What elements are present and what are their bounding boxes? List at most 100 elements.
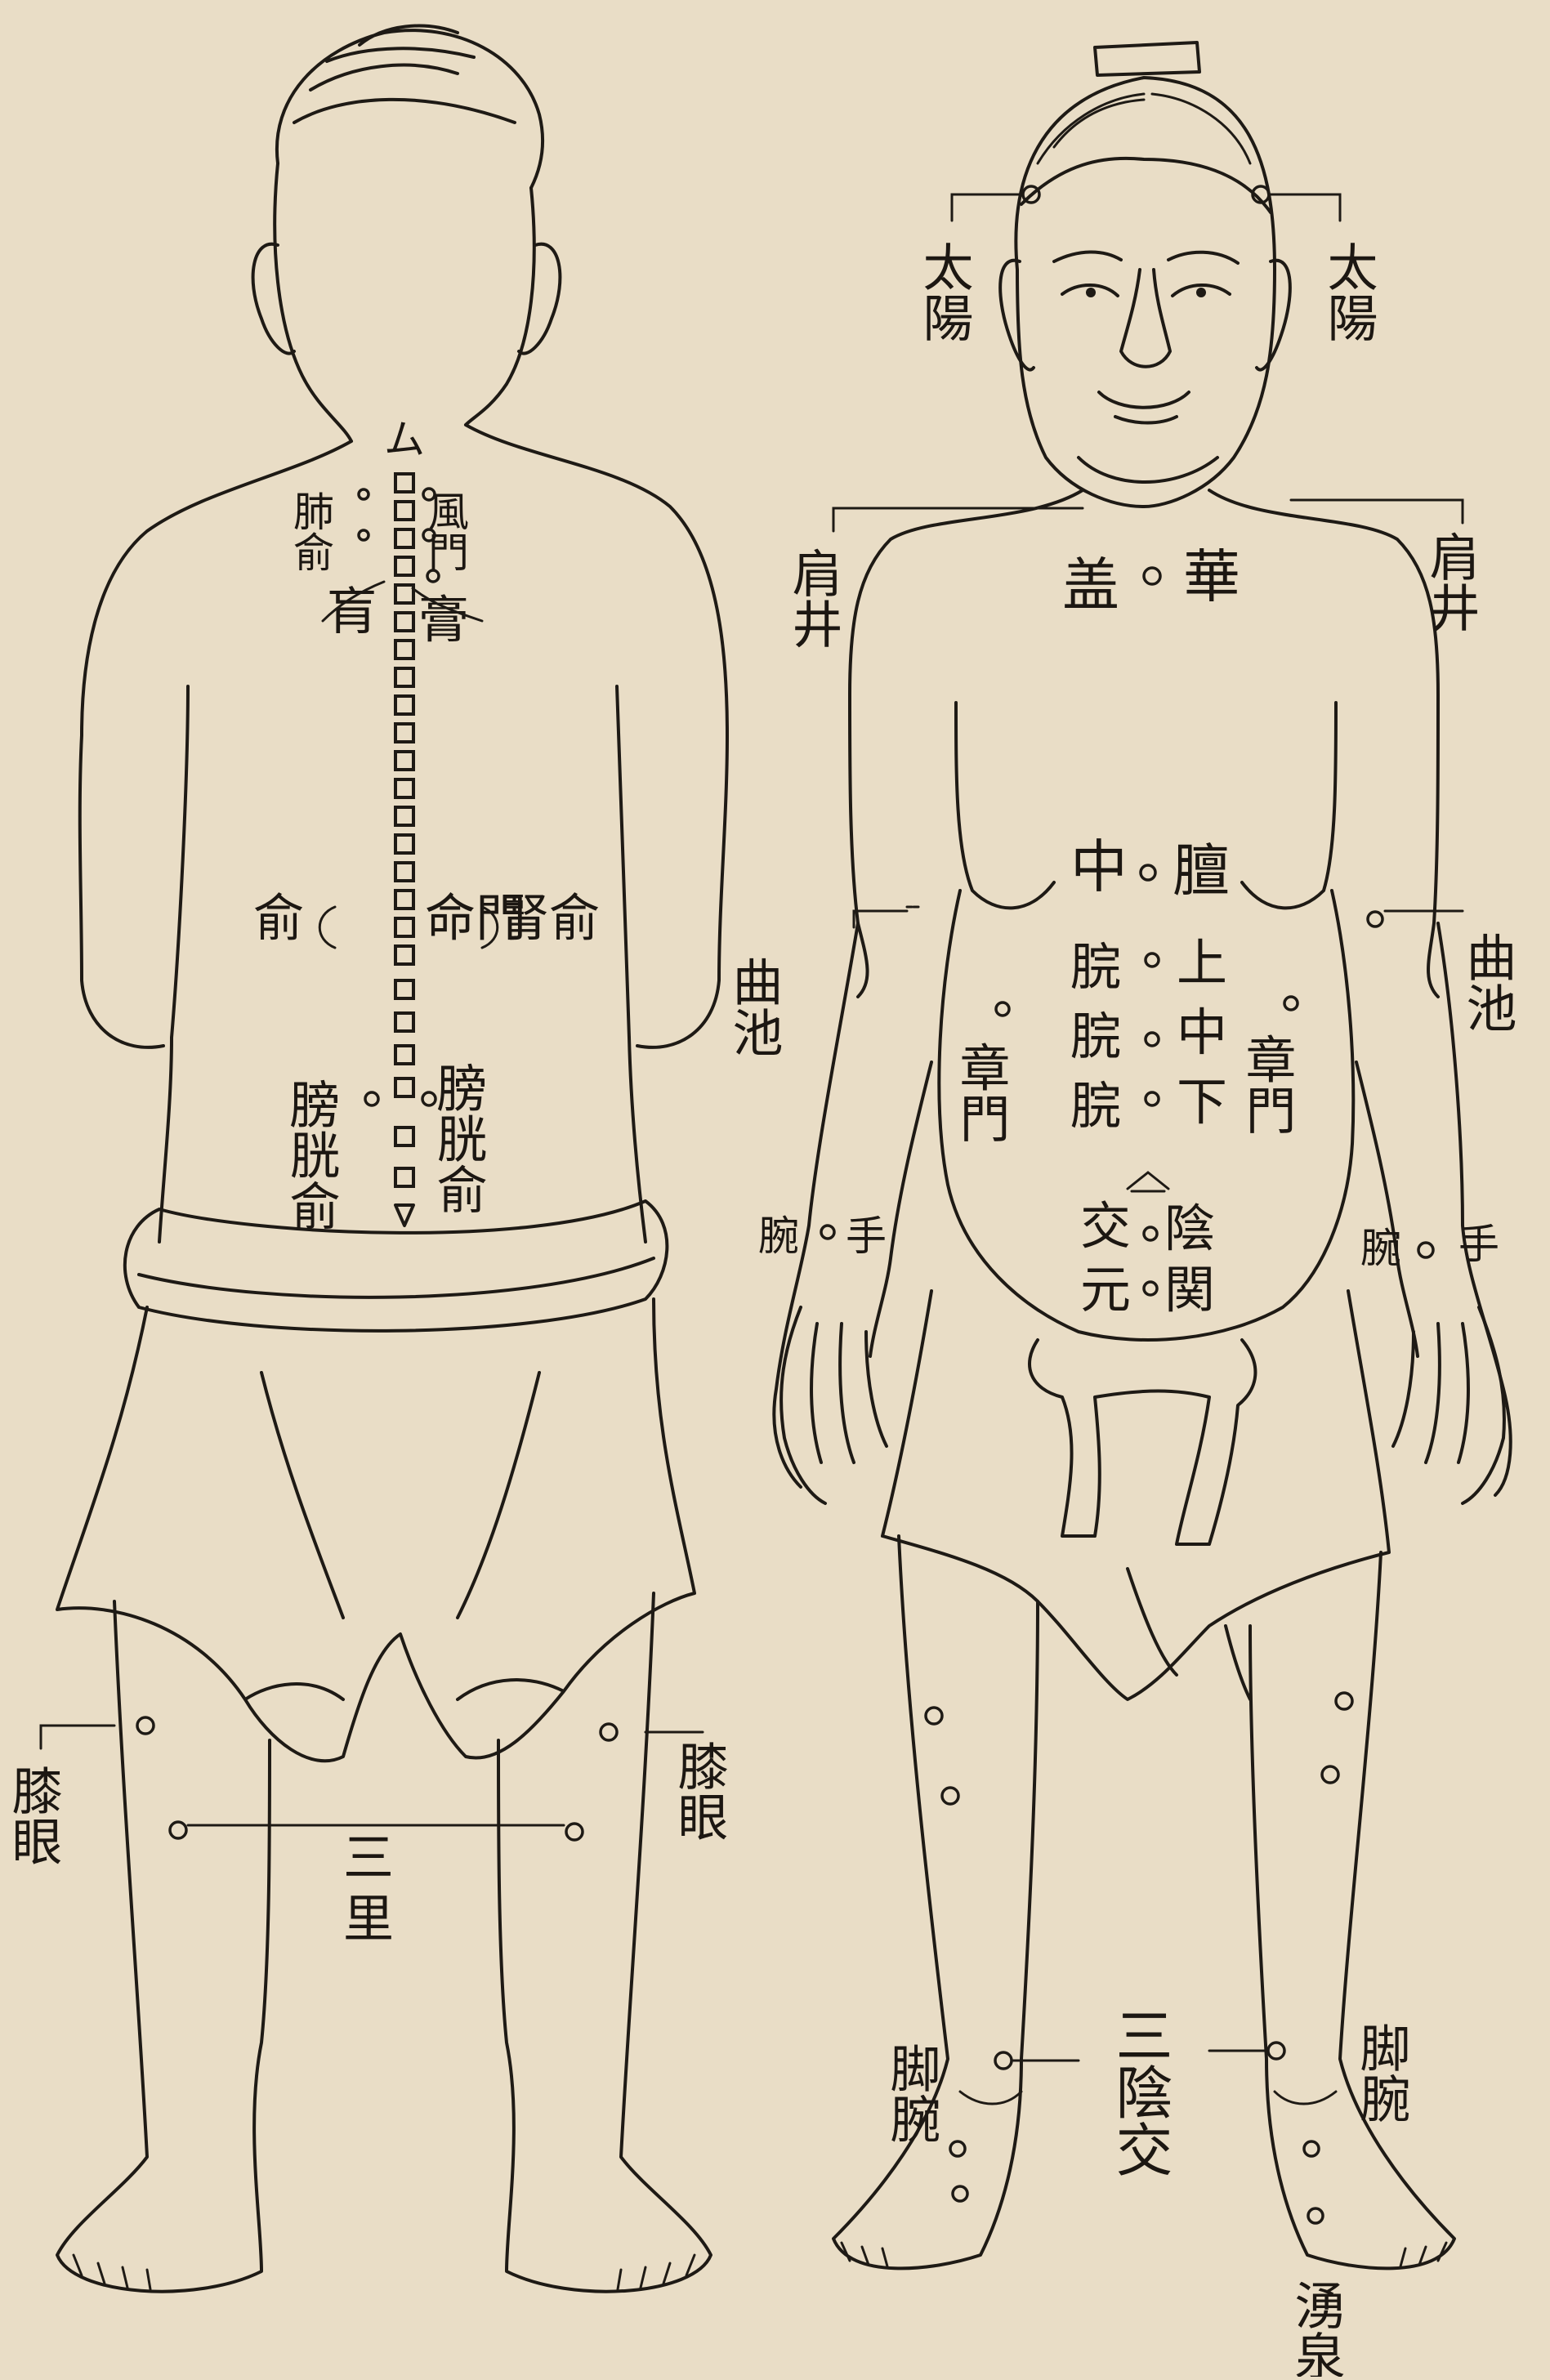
label-danzhong-1: 膻 bbox=[1173, 837, 1230, 904]
taiyang-leader-right bbox=[1271, 194, 1340, 221]
xiyan-leader-left bbox=[41, 1726, 114, 1748]
danzhong-point bbox=[1141, 865, 1155, 880]
leg-point bbox=[942, 1788, 958, 1804]
label-zhongwan: 中 bbox=[1177, 1002, 1227, 1062]
front-brow-right bbox=[1168, 252, 1238, 263]
front-arm-left bbox=[774, 923, 931, 1487]
back-view-figure: ム 風門 肺俞 肓 膏 俞 命門 腎俞 膀胱俞 膀胱俞 bbox=[0, 0, 729, 2292]
label-wan-a: 脘 bbox=[1070, 937, 1121, 997]
label-huagai-2: 盖 bbox=[1062, 551, 1119, 618]
label-shu-left: 俞 bbox=[253, 888, 304, 948]
label-taiyang-right-group: 太陽 bbox=[1319, 241, 1378, 342]
back-leg-right bbox=[498, 1593, 711, 2292]
label-sanli-2: 里 bbox=[343, 1889, 394, 1949]
label-zhangmen-left: 章門 bbox=[951, 1042, 1011, 1143]
back-point bbox=[359, 489, 369, 499]
quchi-point-right bbox=[1368, 912, 1382, 927]
huagai-point bbox=[1144, 568, 1160, 584]
label-taiyang-left-group: 太陽 bbox=[914, 241, 974, 342]
front-chest-right bbox=[1242, 703, 1336, 908]
back-point bbox=[365, 1092, 378, 1105]
front-sash bbox=[1030, 1340, 1255, 1544]
label-xiyan-left-group: 膝眼 bbox=[3, 1765, 63, 1866]
shouwan-point-right bbox=[1418, 1243, 1433, 1257]
label-jiaowan-left-group: 脚腕 bbox=[882, 2043, 941, 2144]
label-fengmen-vertical: 風門 bbox=[422, 490, 469, 572]
taiyang-leader-left bbox=[952, 194, 1021, 221]
back-hair bbox=[277, 26, 543, 188]
quchi-leader-left bbox=[854, 911, 907, 927]
label-huagai-1: 華 bbox=[1183, 543, 1240, 610]
label-quchi-right-group: 曲池 bbox=[1458, 931, 1517, 1033]
back-arm-left-inner bbox=[172, 686, 188, 1038]
front-shorts bbox=[882, 1291, 1389, 1699]
label-shangwan: 上 bbox=[1177, 933, 1227, 993]
back-leg-left bbox=[57, 1601, 270, 2292]
front-pupil-left bbox=[1086, 288, 1096, 297]
sanli-point-right bbox=[566, 1824, 583, 1840]
front-chest-left bbox=[956, 703, 1054, 908]
label-feishu-vertical: 肺俞 bbox=[287, 490, 334, 572]
yongquan-point-left bbox=[953, 2186, 967, 2201]
front-brow-left bbox=[1054, 252, 1121, 261]
label-yongquan: 湧泉 bbox=[1286, 2280, 1346, 2377]
label-sanyinjiao: 三陰交 bbox=[1106, 2006, 1173, 2177]
yongquan-point-right bbox=[1308, 2208, 1323, 2223]
sanyinjiao-point-right bbox=[1268, 2043, 1284, 2059]
back-shorts-fold bbox=[261, 1373, 539, 1618]
back-shorts bbox=[57, 1299, 695, 1761]
label-pangguangshu-right: 膀胱俞 bbox=[428, 1062, 488, 1214]
label-sanyinjiao-group: 三陰交 bbox=[1106, 2006, 1173, 2177]
front-nose bbox=[1121, 270, 1170, 367]
label-jianjing-right: 肩井 bbox=[1421, 531, 1481, 632]
label-quchi-right: 曲池 bbox=[1458, 931, 1517, 1033]
front-ankle-right bbox=[1275, 2092, 1336, 2104]
label-zhangmen-left-group: 章門 bbox=[951, 1042, 1011, 1143]
label-quchi-left-group: 曲池 bbox=[724, 956, 784, 1057]
xiyan-point-left bbox=[137, 1717, 154, 1734]
label-fengmen-group: 風門 bbox=[422, 490, 469, 572]
label-shouwan-2-right: 腕 bbox=[1360, 1225, 1401, 1272]
label-danzhong-2: 中 bbox=[1070, 833, 1128, 900]
front-chin bbox=[1079, 458, 1217, 482]
front-pupil-right bbox=[1196, 288, 1206, 297]
label-jianjing-left-group: 肩井 bbox=[784, 547, 843, 649]
front-shorts-fold bbox=[1128, 1569, 1250, 1699]
front-ankle-left bbox=[960, 2092, 1021, 2104]
back-toes-left bbox=[74, 2255, 150, 2289]
sanli-point-left bbox=[170, 1822, 186, 1838]
label-jiaowan-left: 脚腕 bbox=[882, 2043, 941, 2144]
sanyinjiao-point-left bbox=[995, 2052, 1012, 2069]
xiawan-point bbox=[1146, 1092, 1159, 1105]
label-jianjing-right-group: 肩井 bbox=[1421, 531, 1481, 632]
front-hair-lines bbox=[1038, 94, 1250, 163]
back-point bbox=[359, 530, 369, 540]
zhongwan-point bbox=[1146, 1033, 1159, 1046]
back-head bbox=[275, 163, 534, 441]
label-feishu-group: 肺俞 bbox=[287, 490, 334, 572]
yinjiao-point bbox=[1144, 1227, 1157, 1240]
label-wan-c: 脘 bbox=[1070, 1076, 1121, 1136]
jiaowan-point-left bbox=[950, 2141, 965, 2156]
label-taiyang-left: 太陽 bbox=[914, 241, 974, 342]
front-mouth bbox=[1099, 392, 1189, 423]
spine-top-mark: ム bbox=[384, 416, 425, 463]
jiaowan-point-right bbox=[1304, 2141, 1319, 2156]
label-zhangmen-right-group: 章門 bbox=[1237, 1034, 1297, 1135]
label-pangguangshu-left: 膀胱俞 bbox=[281, 1078, 341, 1230]
label-xiyan-right: 膝眼 bbox=[669, 1740, 729, 1842]
label-jianjing-left: 肩井 bbox=[784, 547, 843, 649]
leg-point bbox=[926, 1708, 942, 1724]
label-jiaowan-right: 脚腕 bbox=[1351, 2022, 1411, 2123]
front-view-figure: 太陽 太陽 肩井 肩井 華 盖 膻 中 上 中 下 脘 脘 脘 bbox=[724, 42, 1517, 2377]
label-shouwan-2-left: 腕 bbox=[758, 1212, 799, 1260]
front-torso bbox=[850, 490, 1438, 997]
label-shouwan-1-left: 手 bbox=[846, 1212, 887, 1260]
label-jiaowan-right-group: 脚腕 bbox=[1351, 2022, 1411, 2123]
back-toes-right bbox=[618, 2255, 695, 2289]
label-taiyang-right: 太陽 bbox=[1319, 241, 1378, 342]
label-pangguangshu-right-group: 膀胱俞 bbox=[428, 1062, 488, 1214]
back-arm-right-inner bbox=[617, 686, 629, 1038]
